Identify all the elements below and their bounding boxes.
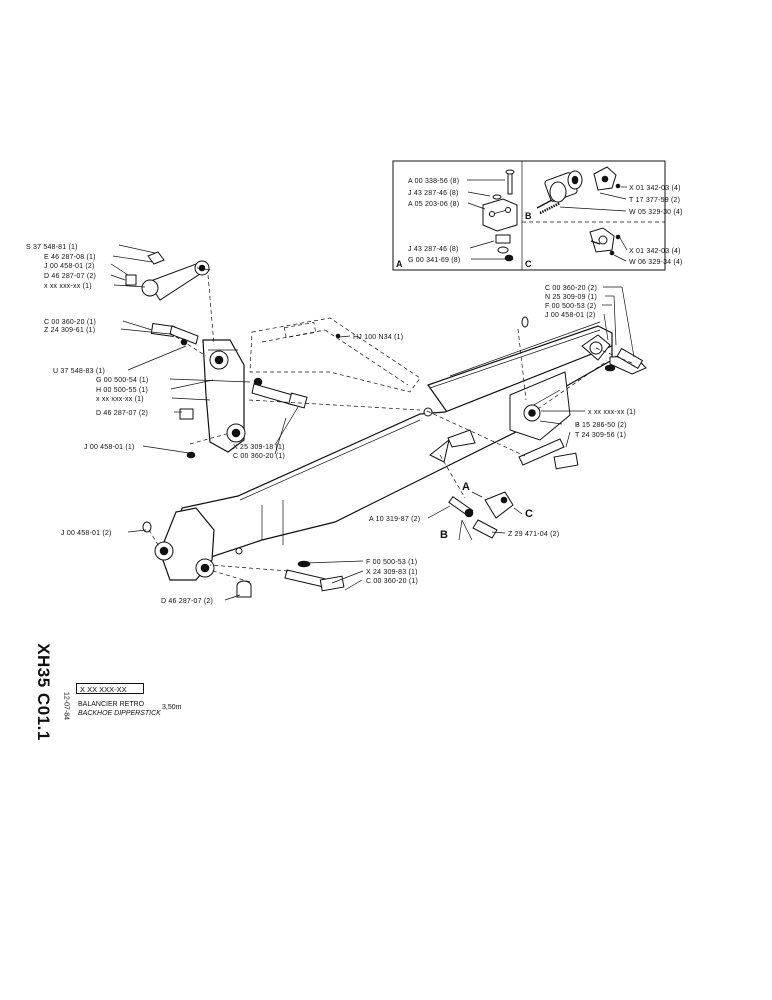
part-label: G 00 500-54 (1): [96, 377, 148, 384]
part-label: J 00 458-01 (2): [61, 530, 111, 537]
hose-fitting-drawing: [536, 166, 621, 215]
part-label: J 00 458-01 (1): [84, 444, 134, 451]
part-label: x xx xxx-xx (1): [588, 409, 636, 416]
drawing-code: XH35 C01.1: [34, 643, 53, 741]
part-label: C 00 360-20 (2): [545, 285, 597, 292]
callout-a: A: [462, 481, 470, 493]
drawing-date: 12-07-84: [62, 691, 70, 721]
part-label: U 37 548-83 (1): [53, 368, 105, 375]
part-label: F 00 500-53 (1): [366, 559, 417, 566]
part-label: D 46 287-07 (2): [96, 410, 148, 417]
title-french: BALANCIER RETRO: [78, 701, 145, 708]
part-label: Z 29 471-04 (2): [508, 531, 559, 538]
part-label: E 46 287-08 (1): [44, 254, 96, 261]
callout-letters: A B C: [440, 481, 533, 541]
title-english: BACKHOE DIPPERSTICK: [78, 710, 161, 717]
part-label: T 17 377-59 (2): [629, 197, 680, 204]
part-label: F 00 500-53 (2): [545, 303, 596, 310]
clamp-assembly-drawing: [482, 169, 518, 262]
inset-letter-c: C: [525, 259, 532, 269]
part-label: A 10 319-87 (2): [369, 516, 420, 523]
alignment-lines: [148, 274, 633, 583]
part-label: W 06 329-34 (4): [629, 259, 683, 266]
part-label: S 37 548-81 (1): [26, 244, 78, 251]
part-label: X 25 309-18 (1): [233, 444, 285, 451]
leader-lines: [110, 244, 635, 601]
reference-number-box: X XX XXX-XX: [76, 683, 144, 694]
inset-detail-box: A B C: [392, 160, 666, 271]
part-label: X 01 342-03 (4): [629, 185, 681, 192]
part-label: C 00 360-20 (1): [233, 453, 285, 460]
part-label: C 00 360-20 (1): [366, 578, 418, 585]
part-label: J 00 458-01 (2): [44, 263, 94, 270]
callout-b: B: [440, 529, 448, 541]
part-label: G 00 341-69 (8): [408, 257, 460, 264]
part-label: x xx xxx-xx (1): [44, 283, 92, 290]
part-label: H 00 500-55 (1): [96, 387, 148, 394]
pivot-fitting-drawing: [589, 227, 621, 256]
part-label: x xx xxx-xx (1): [96, 396, 144, 403]
part-label: W 05 329-30 (4): [629, 209, 683, 216]
part-label: D 46 287-07 (2): [44, 273, 96, 280]
part-label: J 43 287-46 (8): [408, 190, 458, 197]
part-label: Z 24 309-61 (1): [44, 327, 95, 334]
part-label: N 25 309-09 (1): [545, 294, 597, 301]
part-label: D 46 287-07 (2): [161, 598, 213, 605]
inset-letter-a: A: [396, 259, 403, 269]
part-label: J 00 458-01 (2): [545, 312, 595, 319]
dipperstick-arm: [125, 251, 647, 598]
part-label: T 24 309-56 (1): [575, 432, 626, 439]
part-label: C 00 360-20 (1): [44, 319, 96, 326]
part-label: X 01 342-03 (4): [629, 248, 681, 255]
part-number-labels: S 37 548-81 (1) E 46 287-08 (1) J 00 458…: [26, 178, 683, 605]
part-label: A 05 203-06 (8): [408, 201, 459, 208]
callout-c: C: [525, 508, 533, 520]
arm-length: 3,50m: [162, 704, 182, 711]
inset-letter-b: B: [525, 211, 532, 221]
part-label: HJ 100 N34 (1): [353, 334, 403, 341]
part-label: X 24 309-83 (1): [366, 569, 418, 576]
part-label: B 15 286-50 (2): [575, 422, 627, 429]
part-label: A 00 338-56 (8): [408, 178, 459, 185]
part-label: J 43 287-46 (8): [408, 246, 458, 253]
